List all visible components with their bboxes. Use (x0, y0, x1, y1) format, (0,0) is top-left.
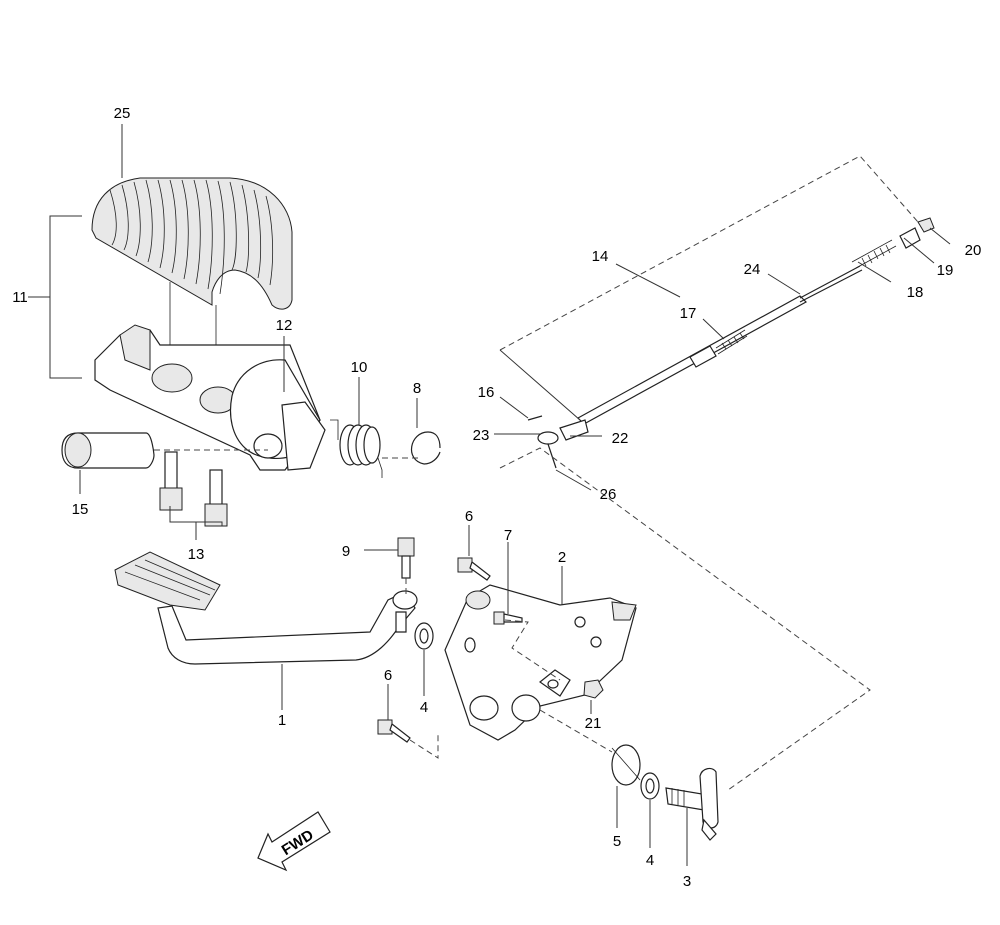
brake-pedal (114, 551, 418, 665)
callout-24: 24 (744, 261, 761, 278)
callout-13: 13 (188, 546, 205, 563)
footpeg-bracket (94, 324, 326, 471)
callout-6-lower: 6 (384, 667, 392, 684)
callout-14: 14 (592, 248, 609, 265)
callout-10: 10 (351, 359, 368, 376)
brake-arm-shaft (665, 767, 719, 841)
callout-19: 19 (937, 262, 954, 279)
e-clip (382, 431, 441, 465)
return-spring (330, 419, 383, 478)
callout-16: 16 (478, 384, 495, 401)
pivot-pin (61, 432, 268, 469)
leader-lines (28, 124, 951, 866)
plate-bolt-lower (377, 719, 439, 759)
callout-5: 5 (613, 833, 621, 850)
callout-7: 7 (504, 527, 512, 544)
callout-25: 25 (114, 105, 131, 122)
callout-labels: 25 11 12 10 8 15 13 14 24 20 19 18 17 16… (12, 105, 981, 890)
callout-20: 20 (965, 242, 982, 259)
callout-21: 21 (585, 715, 602, 732)
brake-cable (527, 217, 935, 469)
callout-3: 3 (683, 873, 691, 890)
callout-8: 8 (413, 380, 421, 397)
callout-11: 11 (12, 289, 28, 306)
callout-1: 1 (278, 712, 286, 729)
nut (583, 679, 604, 699)
callout-23: 23 (473, 427, 490, 444)
spring-clip (539, 709, 641, 786)
washer-upper (414, 622, 434, 650)
callout-17: 17 (680, 305, 697, 322)
callout-4-lower: 4 (646, 852, 654, 869)
callout-12: 12 (276, 317, 293, 334)
callout-18: 18 (907, 284, 924, 301)
callout-22: 22 (612, 430, 629, 447)
pedal-pivot-bolt (397, 537, 415, 594)
callout-6-upper: 6 (465, 508, 473, 525)
bracket-bolts (159, 451, 228, 527)
washer-lower (640, 772, 660, 800)
forward-direction-arrow: FWD (257, 811, 331, 872)
callout-15: 15 (72, 501, 89, 518)
callout-26: 26 (600, 486, 617, 503)
plate-bolt-upper (457, 557, 491, 581)
main-bracket-plate (444, 584, 637, 741)
callout-2: 2 (558, 549, 566, 566)
callout-4-upper: 4 (420, 699, 428, 716)
callout-9: 9 (342, 543, 350, 560)
